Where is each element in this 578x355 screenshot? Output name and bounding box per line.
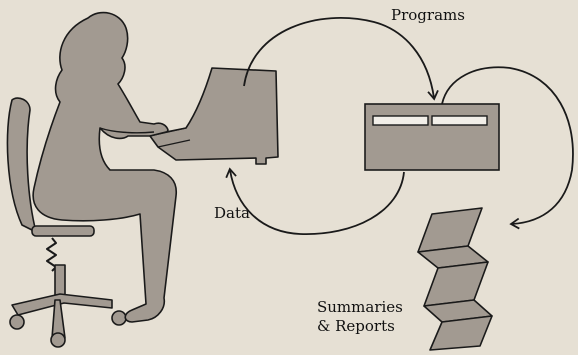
- programs-label: Programs: [391, 6, 465, 24]
- output-arrow: [441, 66, 574, 230]
- data-label: Data: [214, 204, 250, 222]
- reports-label: & Reports: [317, 317, 395, 335]
- programs-arrow: [243, 17, 439, 101]
- person-at-terminal-icon: [32, 11, 178, 323]
- processor-unit-icon: [364, 103, 500, 171]
- summaries-label: Summaries: [317, 298, 403, 316]
- data-arrow: [225, 167, 405, 235]
- stacked-reports-icon: [417, 207, 493, 351]
- computer-terminal-icon: [149, 67, 279, 165]
- arm-outline: [99, 127, 155, 134]
- office-chair-icon: [6, 97, 127, 348]
- tape-slot-right: [431, 115, 488, 126]
- keyboard-outline: [149, 127, 191, 148]
- tape-slot-left: [372, 115, 429, 126]
